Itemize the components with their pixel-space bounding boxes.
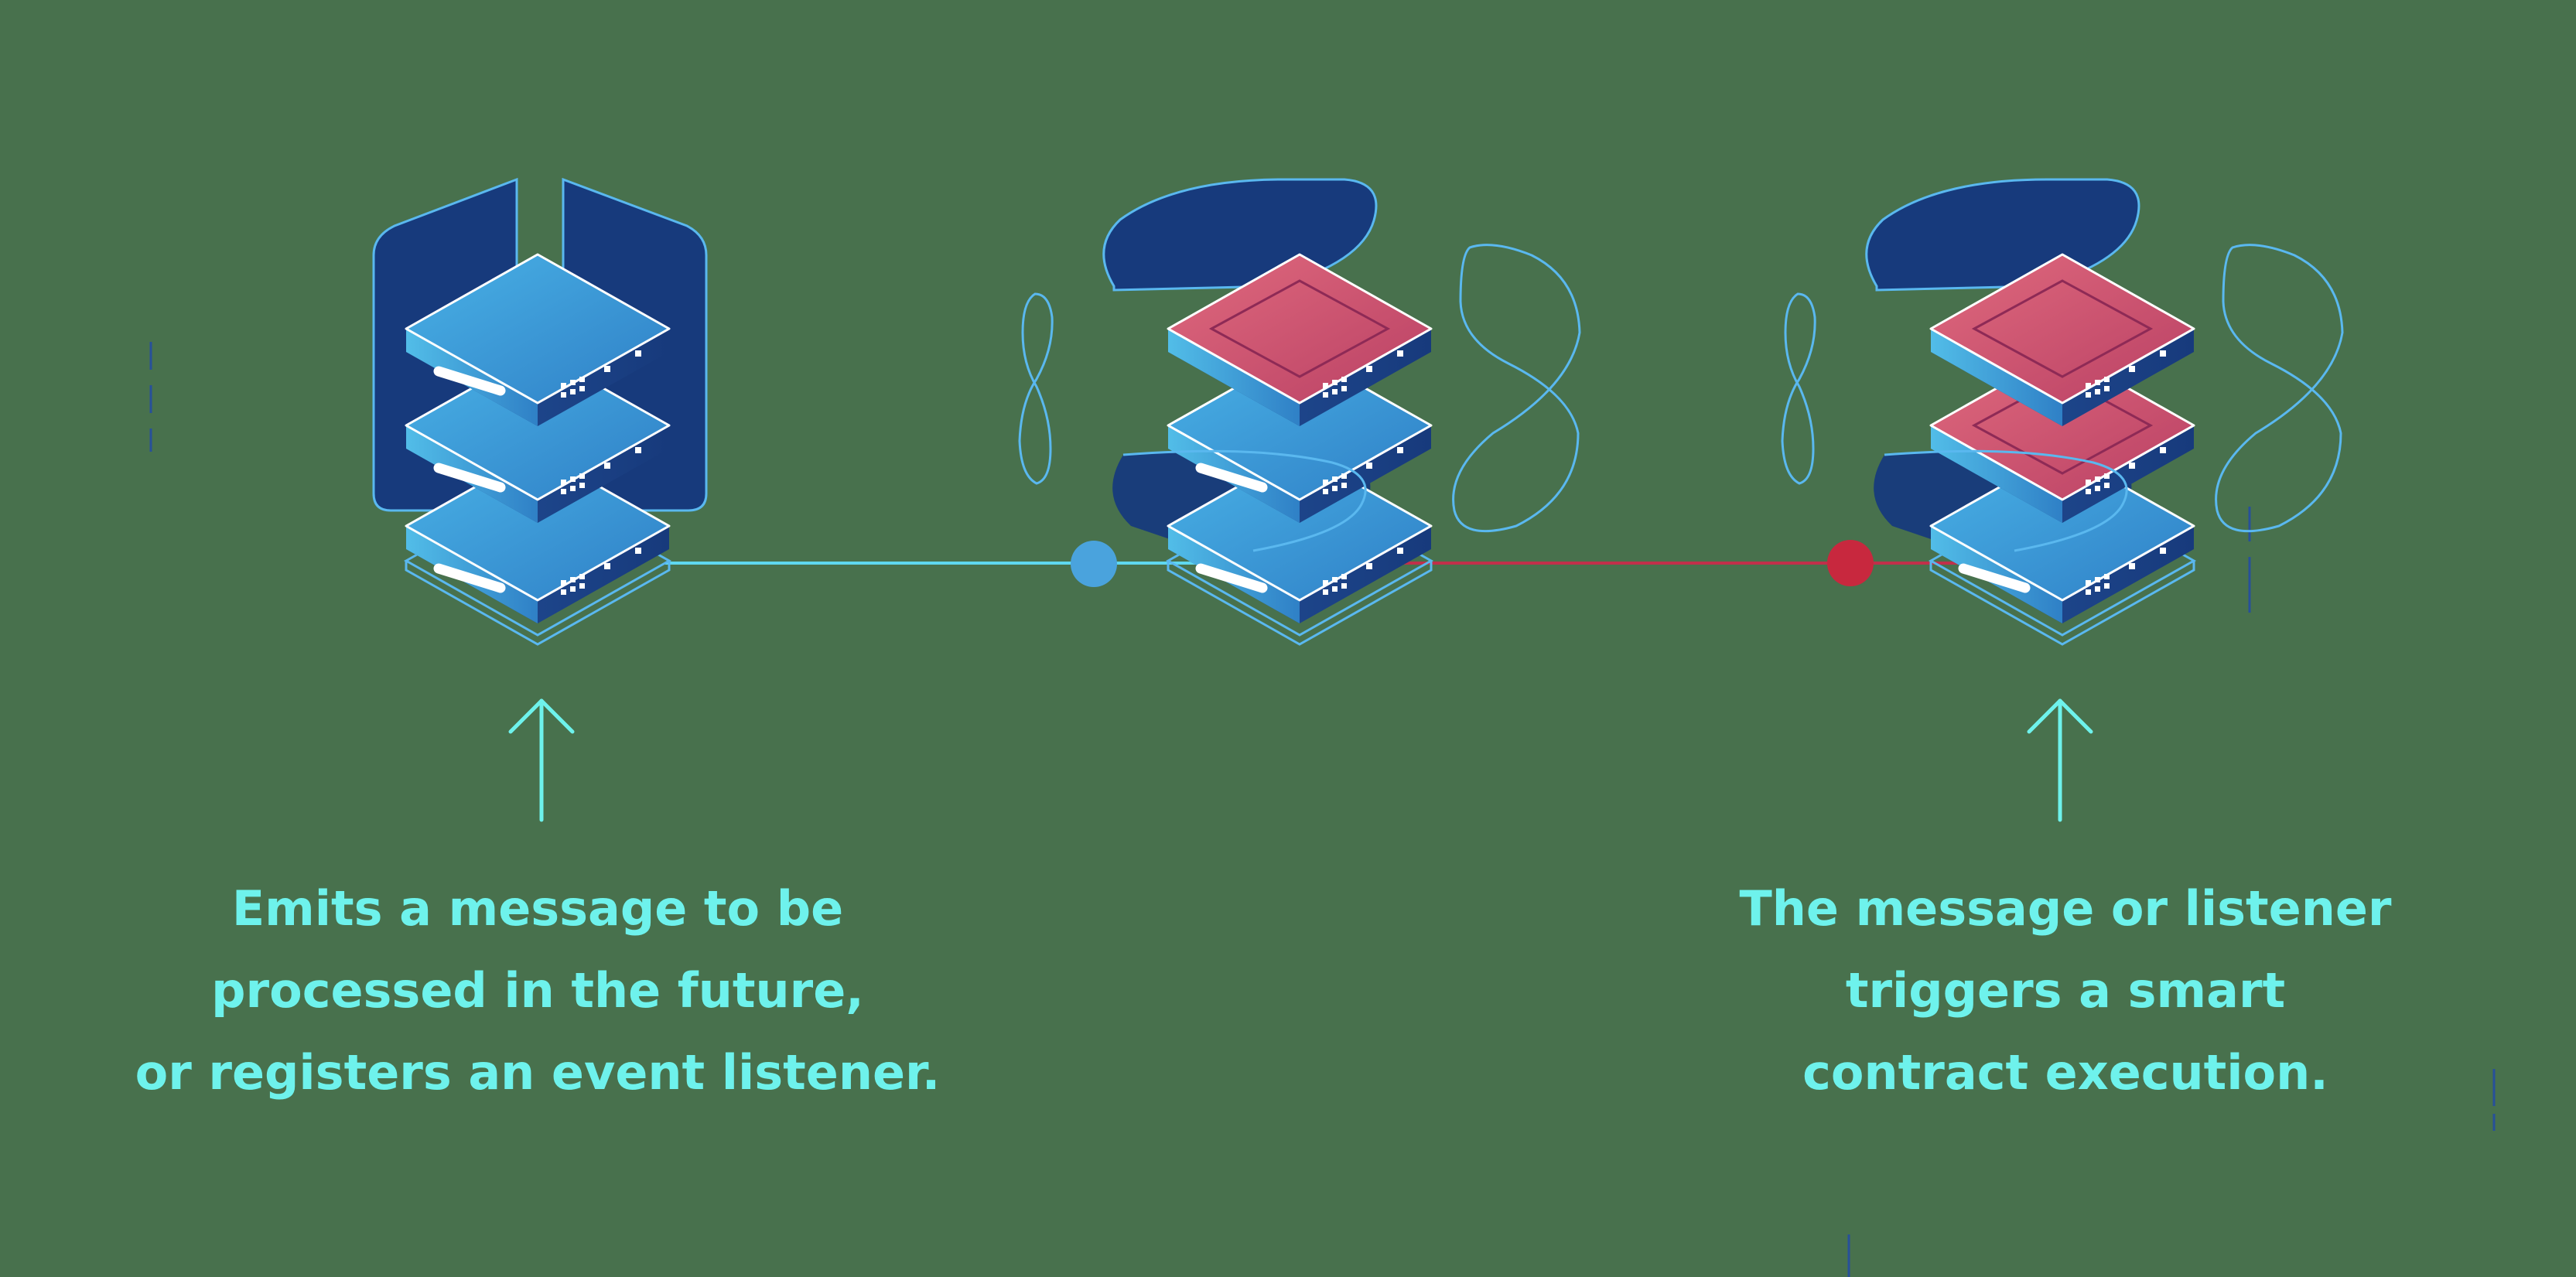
arrow-up-icon (2029, 701, 2091, 820)
server-stack-icon (372, 177, 708, 646)
arrow-up-icon (511, 701, 572, 820)
server-stack-icon (1781, 178, 2344, 646)
wave-outline (1452, 244, 1581, 533)
caption-line: triggers a smart (1845, 962, 2286, 1019)
caption-line: processed in the future, (211, 962, 864, 1019)
caption-line: contract execution. (1802, 1044, 2328, 1101)
caption-line: The message or listener (1739, 880, 2392, 937)
message-node-blue (1071, 541, 1117, 587)
message-node-red (1827, 540, 1874, 586)
caption-emit-message: Emits a message to be processed in the f… (73, 868, 1002, 1114)
caption-line: Emits a message to be (231, 880, 844, 937)
wave-outline (1781, 292, 1816, 485)
wave-outline (2215, 244, 2344, 533)
decorative-dashes (149, 342, 2496, 1277)
caption-trigger-execution: The message or listener triggers a smart… (1601, 868, 2530, 1114)
wave-outline (1018, 292, 1054, 485)
caption-line: or registers an event listener. (135, 1044, 941, 1101)
server-stack-icon (1018, 178, 1581, 646)
